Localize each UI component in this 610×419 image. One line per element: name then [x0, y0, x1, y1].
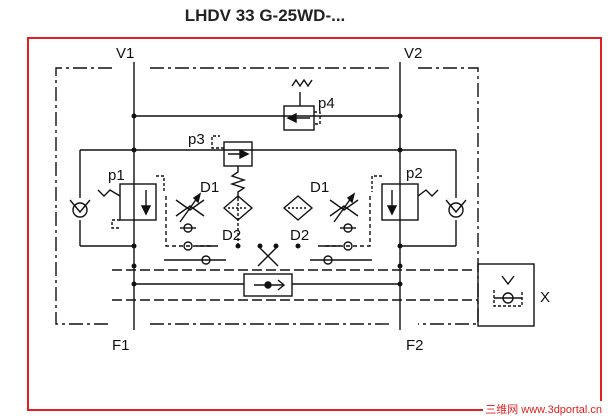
valve-p4	[283, 105, 315, 131]
label-p2: p2	[406, 165, 423, 182]
label-d1-right: D1	[310, 179, 329, 196]
label-p4: p4	[318, 95, 335, 112]
valve-p2	[381, 183, 419, 221]
label-p3: p3	[188, 131, 205, 148]
watermark: 三维网 www.3dportal.cn	[483, 401, 604, 417]
label-v1: V1	[116, 45, 134, 62]
dashed-box-right	[318, 196, 371, 247]
label-v2: V2	[404, 45, 422, 62]
label-f1: F1	[112, 337, 130, 354]
label-d2-right: D2	[290, 227, 309, 244]
label-f2: F2	[406, 337, 424, 354]
filter-d1-left	[222, 195, 254, 221]
diagram-frame	[27, 37, 602, 411]
diagram-title: LHDV 33 G-25WD-...	[184, 6, 346, 25]
junction-dots	[131, 113, 403, 287]
check-valve-right	[448, 202, 464, 218]
housing-outline	[55, 67, 479, 325]
label-p1: p1	[108, 167, 125, 184]
filter-d1-right	[282, 195, 314, 221]
label-x: X	[540, 289, 550, 306]
valve-p1	[119, 183, 157, 221]
check-valve-left	[72, 202, 88, 218]
shuttle-valve	[243, 273, 293, 297]
port-x-box	[477, 263, 535, 327]
label-d1-left: D1	[200, 179, 219, 196]
label-d2-left: D2	[222, 227, 241, 244]
